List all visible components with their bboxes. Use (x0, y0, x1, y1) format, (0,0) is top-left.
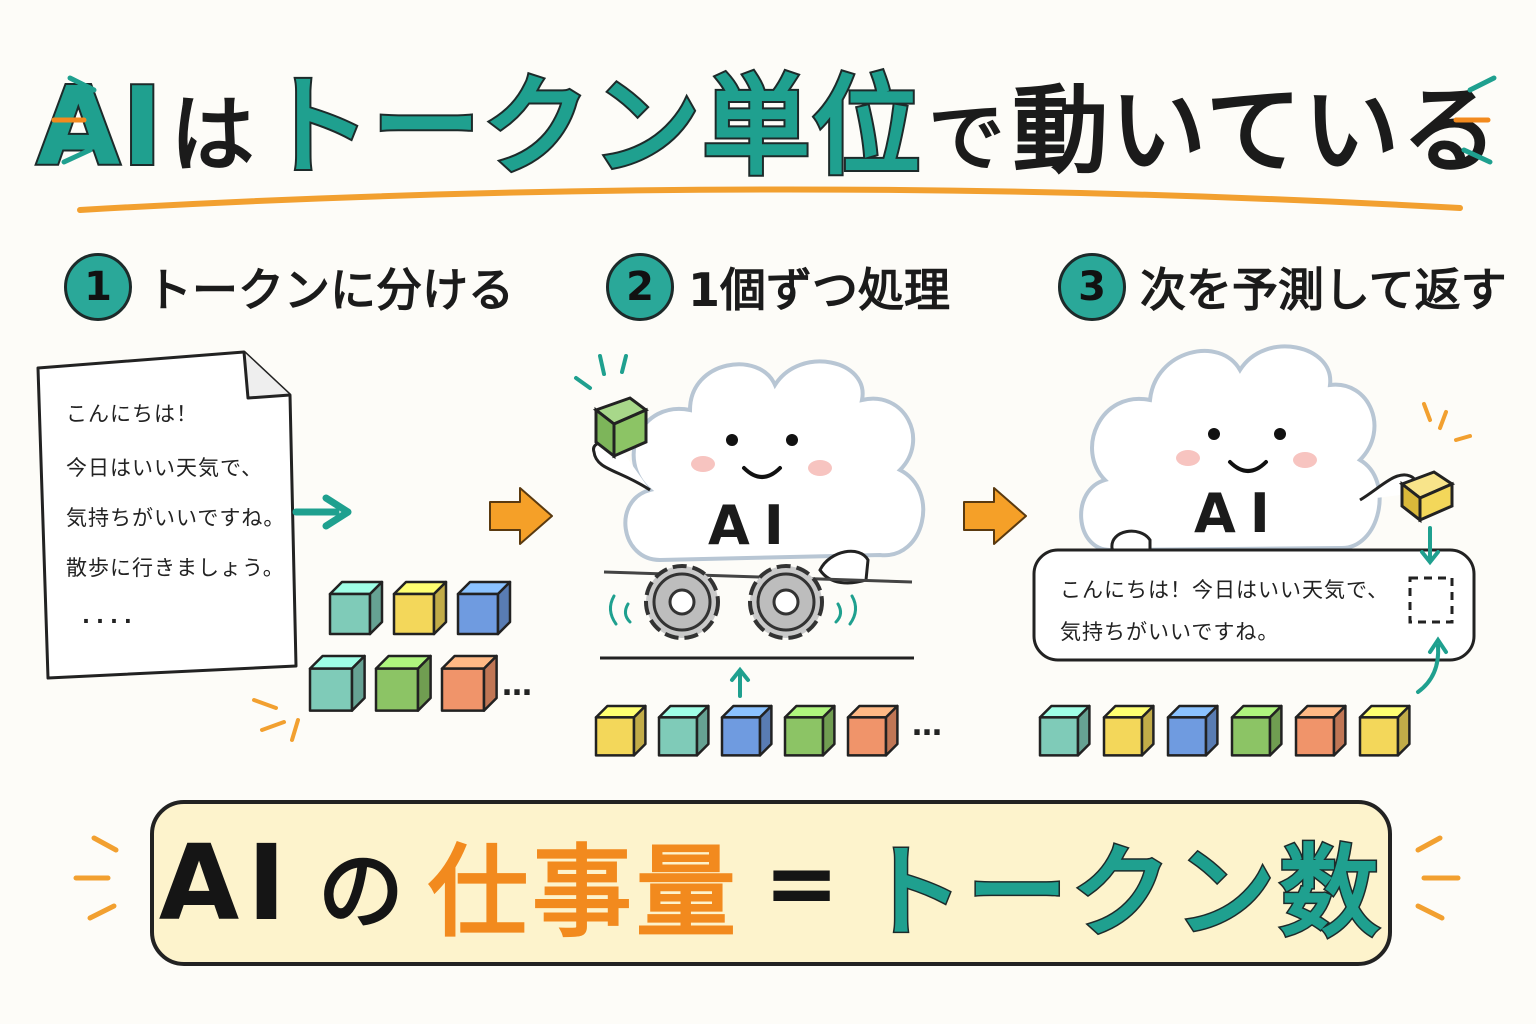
token-cube (720, 704, 773, 757)
step-2-label: 1個ずつ処理 (688, 263, 951, 317)
sentence-box (1032, 548, 1476, 662)
document-line-1: こんにちは！ (66, 402, 198, 426)
title-moving: 動いている (1012, 75, 1500, 187)
document-line-3: 気持ちがいいですね。 (66, 506, 286, 530)
title-wa: は (170, 86, 257, 184)
step-1-label: トークンに分ける (146, 263, 514, 317)
step-2-number: 2 (606, 253, 674, 321)
held-cube-green (592, 396, 649, 460)
bottom-sparks (73, 835, 1461, 921)
step2-table-line (603, 570, 913, 584)
step3-token-cubes (1038, 704, 1411, 757)
summary-token-count: トークン数 (862, 832, 1384, 952)
document-line-2: 今日はいい天気で、 (66, 456, 264, 480)
step2-ai-label: AI (708, 494, 798, 557)
token-cube (1294, 704, 1347, 757)
next-token-placeholder (1408, 576, 1454, 624)
cloud-ai-character-step3 (1079, 344, 1418, 565)
summary-banner: AI の 仕事量 = トークン数 (150, 800, 1392, 966)
summary-ai: AI (158, 822, 294, 944)
step1-sparks (252, 698, 300, 742)
document-line-5: .... (82, 604, 138, 628)
title-token-unit: トークン単位 (260, 63, 923, 192)
step2-sparks (574, 354, 628, 390)
arrow-doc-to-cubes (292, 494, 352, 530)
step-2: 2 1個ずつ処理 (606, 252, 950, 322)
summary-equals: = (763, 830, 840, 936)
arrow-up-step2 (730, 666, 750, 698)
title-underline (77, 186, 1463, 213)
step2-token-cubes (594, 704, 899, 757)
sentence-line-2: 気持ちがいいですね。 (1060, 620, 1280, 644)
token-cube (456, 580, 512, 636)
step1-ellipsis: … (502, 668, 532, 703)
cloud-ai-character-step2 (592, 359, 926, 585)
page-title: AIはトークン単位で動いている (0, 40, 1536, 192)
step-1-number: 1 (64, 253, 132, 321)
step3-ai-label: AI (1194, 482, 1284, 545)
token-cube (1102, 704, 1155, 757)
token-cube (374, 654, 432, 712)
token-cube (1038, 704, 1091, 757)
arrow-curve-up-to-placeholder (1416, 636, 1448, 694)
step-3: 3 次を予測して返す (1058, 252, 1507, 322)
token-cube (440, 654, 498, 712)
gear-motion-marks (609, 594, 857, 626)
document-icon (36, 350, 298, 680)
token-cube (594, 704, 647, 757)
title-ai: AI (35, 63, 165, 192)
document-line-4: 散歩に行きましょう。 (66, 556, 285, 580)
gear-icon-left (644, 564, 720, 640)
step-1: 1 トークンに分ける (64, 252, 514, 322)
arrow-step1-to-step2 (489, 487, 553, 545)
title-de: で (928, 93, 1007, 182)
token-cube (1166, 704, 1219, 757)
title-sparks (51, 75, 1497, 165)
token-cube (783, 704, 836, 757)
held-cube-yellow (1398, 470, 1456, 524)
arrow-down-into-placeholder (1420, 526, 1440, 566)
arrow-step2-to-step3 (963, 487, 1027, 545)
sentence-line-1: こんにちは！今日はいい天気で、 (1060, 578, 1390, 602)
step3-sparks (1422, 402, 1472, 442)
gear-icon-right (748, 564, 824, 640)
token-cube (846, 704, 899, 757)
step-3-label: 次を予測して返す (1140, 263, 1507, 317)
summary-workload: 仕事量 (427, 833, 740, 951)
token-cube (308, 654, 366, 712)
step2-ellipsis: … (912, 708, 942, 743)
token-cube (1230, 704, 1283, 757)
token-cube (657, 704, 710, 757)
token-cube (328, 580, 384, 636)
step-3-number: 3 (1058, 253, 1126, 321)
step1-token-cubes (308, 580, 512, 712)
token-cube (392, 580, 448, 636)
summary-no: の (317, 841, 404, 942)
token-cube (1358, 704, 1411, 757)
